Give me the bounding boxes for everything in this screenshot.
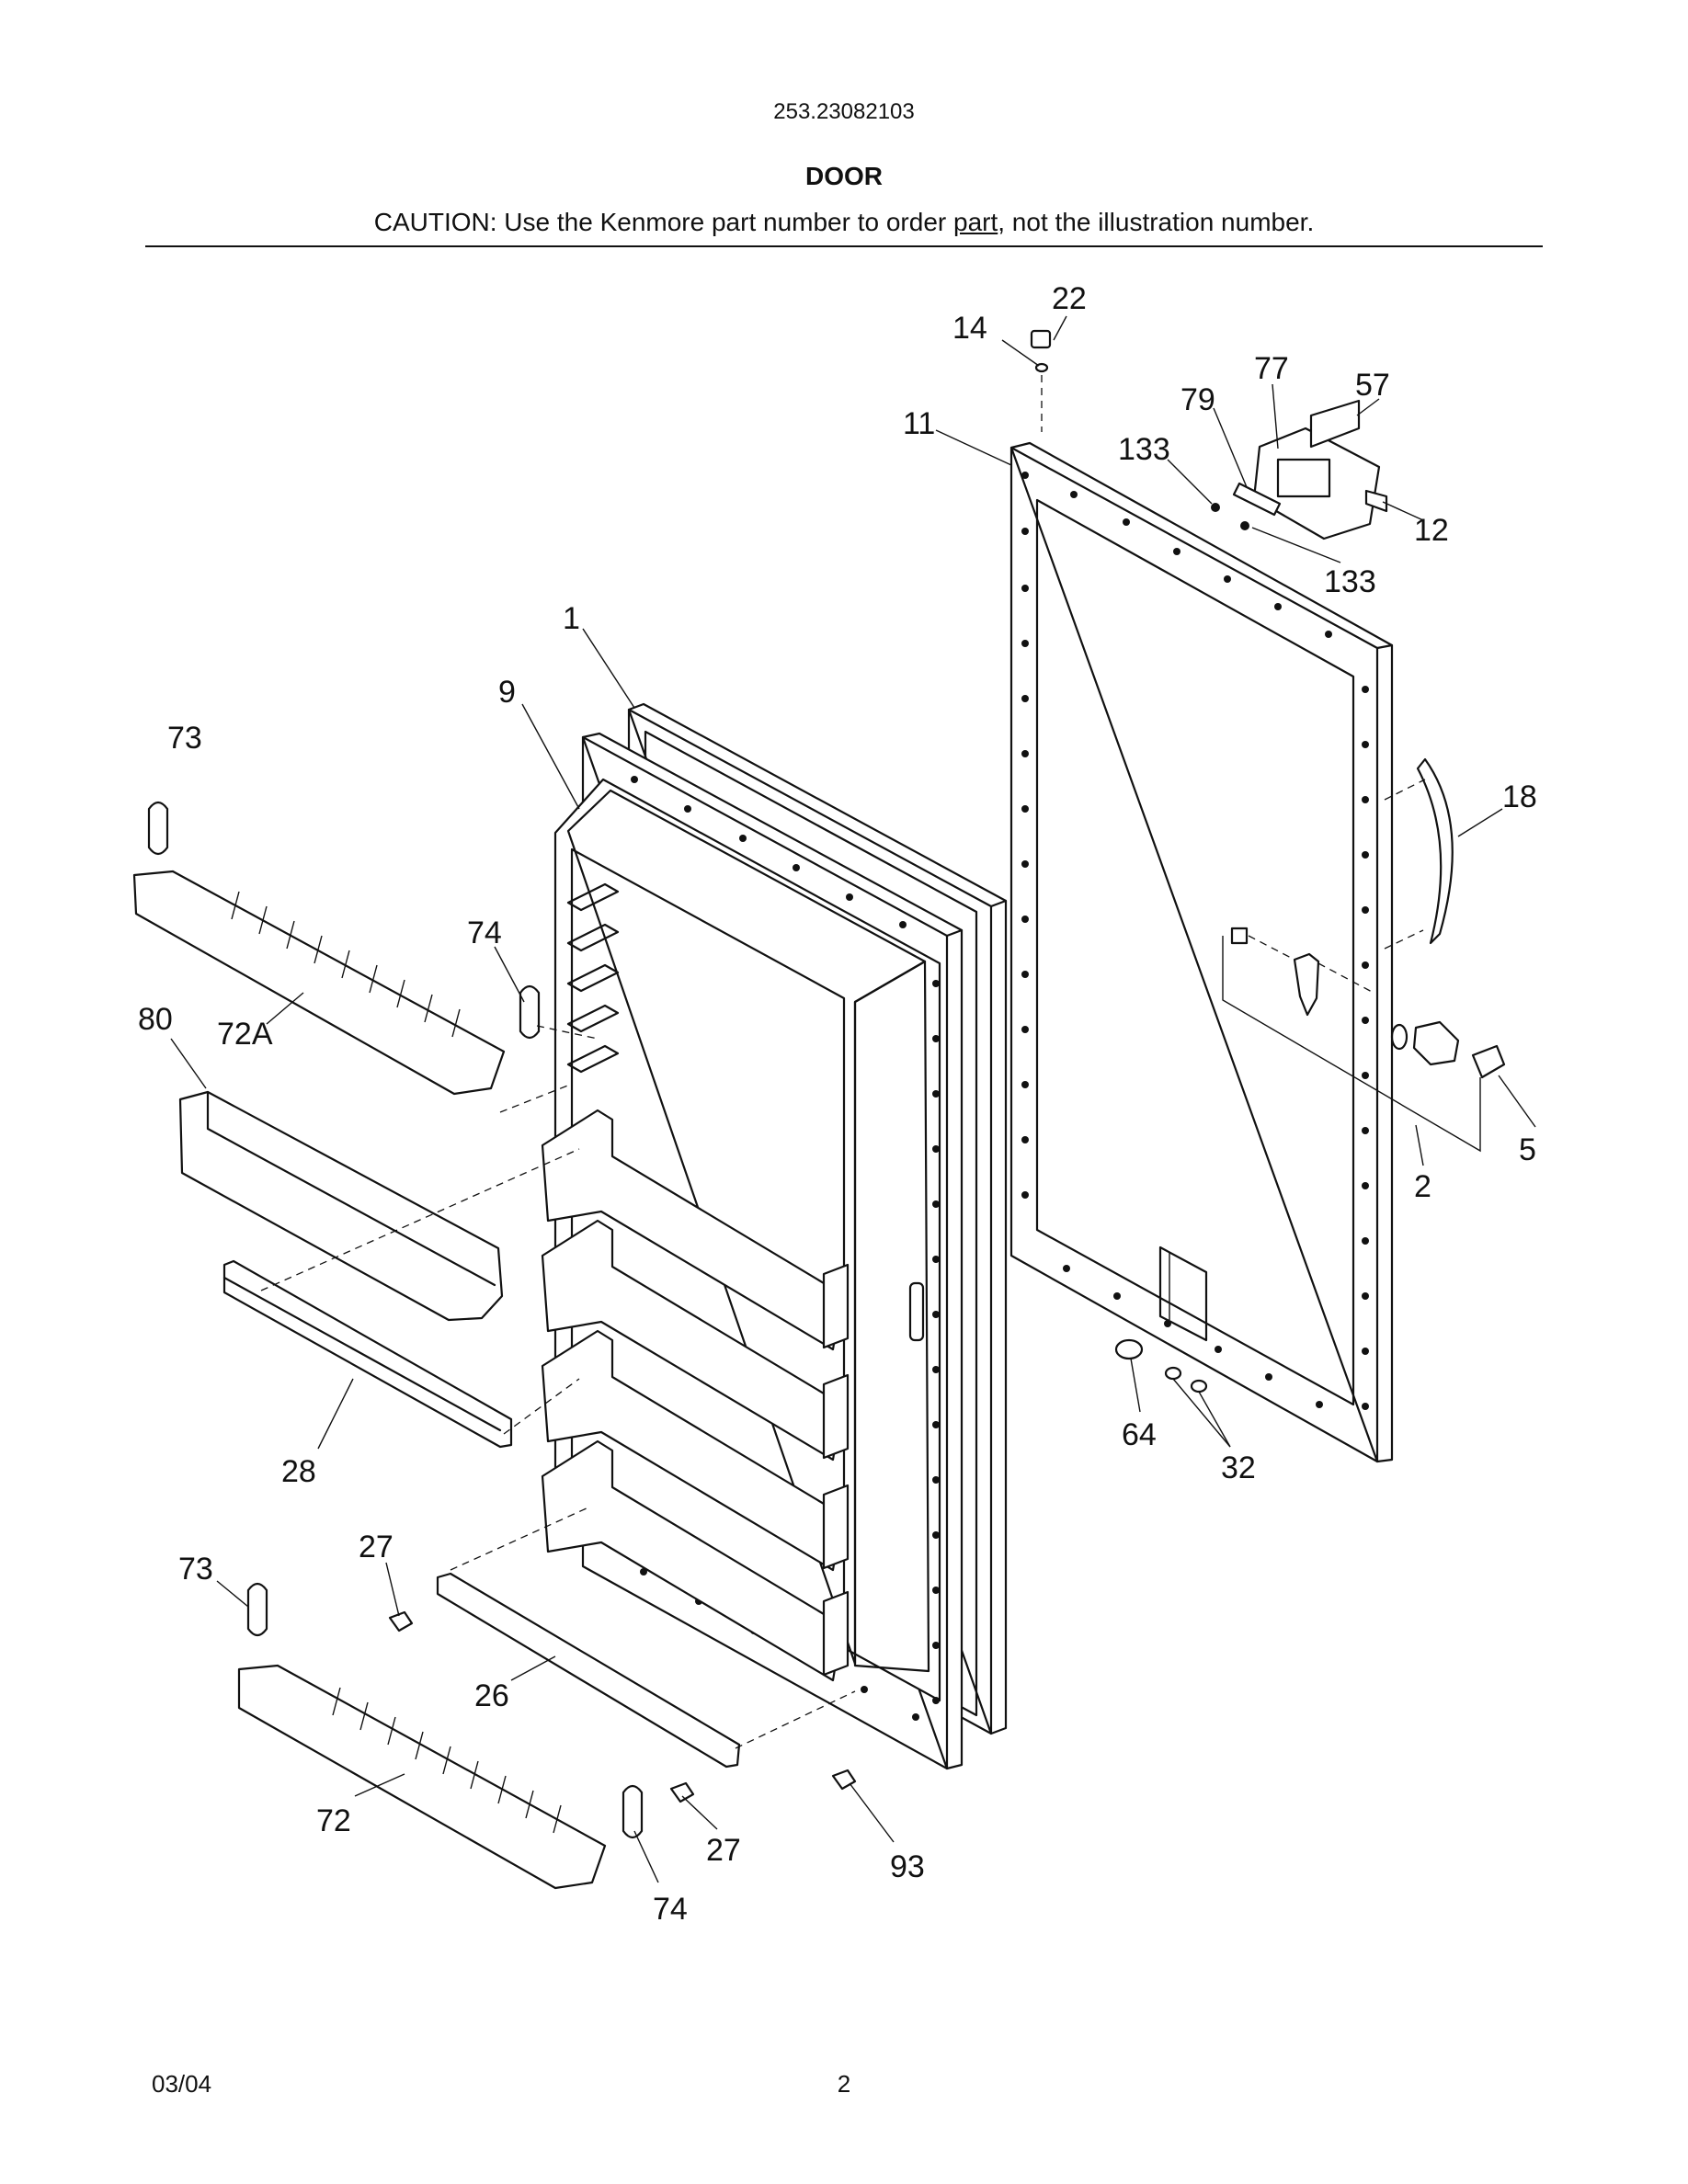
callout-5: 5 <box>1519 1132 1536 1167</box>
callout-79: 79 <box>1180 382 1215 417</box>
washer <box>1164 1366 1182 1381</box>
callout-1: 1 <box>563 601 580 636</box>
callout-11: 11 <box>903 406 935 441</box>
revision-date: 03/04 <box>152 2070 212 2098</box>
door-handle <box>1416 757 1454 945</box>
callout-14: 14 <box>952 311 987 346</box>
callout-12: 12 <box>1414 513 1449 548</box>
callout-72A: 72A <box>217 1017 273 1052</box>
callout-2: 2 <box>1414 1169 1431 1204</box>
callout-9: 9 <box>498 675 516 710</box>
hinge-cover <box>1114 1338 1144 1360</box>
caution-text-underlined: part <box>953 208 998 236</box>
caution-text-end: , not the illustration number. <box>998 208 1315 236</box>
callout-73-top: 73 <box>167 721 202 756</box>
callout-74-top: 74 <box>467 916 502 950</box>
page-title: DOOR <box>805 162 883 190</box>
page-number: 2 <box>837 2070 851 2098</box>
outer-door-panel <box>1009 441 1394 1463</box>
callout-27-right: 27 <box>706 1833 741 1868</box>
callout-80: 80 <box>138 1002 173 1037</box>
callout-72: 72 <box>316 1803 351 1838</box>
leader-lines <box>170 315 1536 1883</box>
caution-text-start: CAUTION: Use the Kenmore part number to … <box>373 208 953 236</box>
callout-18: 18 <box>1502 779 1537 814</box>
callout-22: 22 <box>1052 281 1087 316</box>
callout-32: 32 <box>1221 1450 1256 1485</box>
header-rule <box>145 245 1543 247</box>
callout-57: 57 <box>1355 368 1390 403</box>
callout-27-left: 27 <box>359 1530 393 1564</box>
callout-77: 77 <box>1254 351 1289 386</box>
callout-73-bottom: 73 <box>178 1552 213 1587</box>
lock-assembly <box>1222 927 1506 1153</box>
callout-133-top: 133 <box>1118 432 1170 467</box>
left-components <box>132 801 857 1890</box>
door-liner <box>541 732 964 1770</box>
caution-note: CAUTION: Use the Kenmore part number to … <box>0 208 1688 237</box>
top-hardware <box>1030 329 1388 540</box>
washer <box>1190 1379 1208 1393</box>
callout-74-bottom: 74 <box>653 1892 688 1927</box>
model-number: 253.23082103 <box>773 99 915 124</box>
callout-93: 93 <box>890 1849 925 1884</box>
callout-64: 64 <box>1122 1417 1157 1452</box>
callout-133-bottom: 133 <box>1324 564 1376 599</box>
callout-28: 28 <box>281 1454 316 1489</box>
callout-26: 26 <box>474 1678 509 1713</box>
